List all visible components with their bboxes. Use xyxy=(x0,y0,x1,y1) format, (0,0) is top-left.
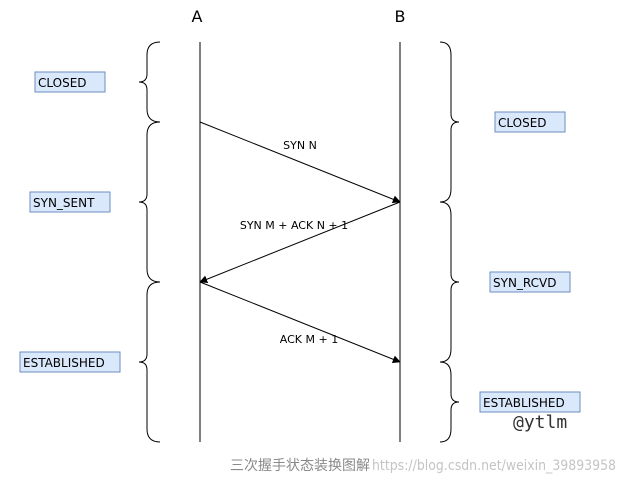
brace-b-established xyxy=(439,361,460,443)
watermark-handle: @ytlm xyxy=(513,412,567,433)
ack-arrow xyxy=(199,281,401,364)
brace-a-established xyxy=(138,281,161,443)
state-b-syn-rcvd-label: SYN_RCVD xyxy=(493,276,557,290)
state-b-closed: CLOSED xyxy=(494,111,566,133)
brace-b-closed xyxy=(439,41,460,203)
endpoint-b-label: B xyxy=(395,7,406,26)
brace-b-syn-rcvd xyxy=(439,201,460,363)
state-a-closed: CLOSED xyxy=(34,71,106,93)
state-a-closed-label: CLOSED xyxy=(38,76,87,90)
state-b-established-label: ESTABLISHED xyxy=(483,396,565,410)
syn-ack-arrow xyxy=(199,201,401,284)
ack-message-label: ACK M + 1 xyxy=(280,333,338,346)
state-b-established: ESTABLISHED xyxy=(479,391,581,413)
syn-message-label: SYN N xyxy=(283,139,317,152)
watermark-url: https://blog.csdn.net/weixin_39893958 xyxy=(372,458,616,474)
state-a-established: ESTABLISHED xyxy=(19,351,121,373)
state-b-closed-label: CLOSED xyxy=(498,116,547,130)
syn-arrow xyxy=(199,121,401,204)
syn-ack-message-label: SYN M + ACK N + 1 xyxy=(240,219,348,232)
brace-a-syn-sent xyxy=(138,121,161,283)
brace-a-closed xyxy=(138,41,161,123)
state-a-syn-sent: SYN_SENT xyxy=(29,191,111,213)
state-a-established-label: ESTABLISHED xyxy=(23,356,105,370)
state-a-syn-sent-label: SYN_SENT xyxy=(33,196,95,210)
state-b-syn-rcvd: SYN_RCVD xyxy=(489,271,571,293)
endpoint-a-label: A xyxy=(192,7,203,26)
figure-caption: 三次握手状态装换图解 xyxy=(230,457,370,474)
